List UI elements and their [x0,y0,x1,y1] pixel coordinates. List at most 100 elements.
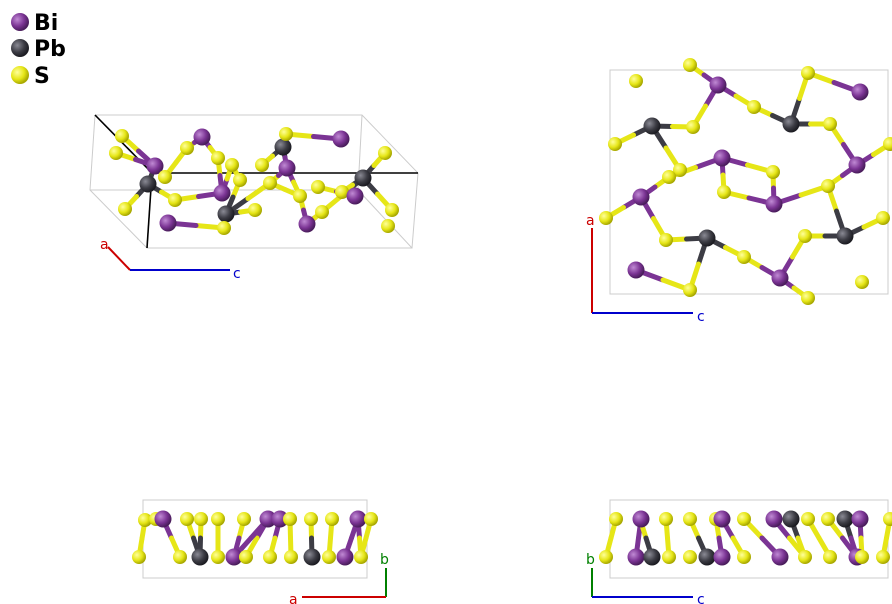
s-atom [248,203,262,217]
bi-atom [851,510,869,528]
bi-atom [349,510,367,528]
s-atom [823,117,837,131]
pb-atom [643,117,661,135]
pb-atom [354,169,372,187]
s-atom [766,165,780,179]
s-atom [659,512,673,526]
s-atom [683,283,697,297]
s-atom [855,275,869,289]
pb-atom [191,548,209,566]
bi-atom [346,187,364,205]
legend: Bi Pb S [11,11,66,89]
s-atom [599,211,613,225]
s-atom [325,512,339,526]
bi-atom [713,510,731,528]
s-atom [381,219,395,233]
axis-indicator: a c [586,213,705,325]
s-atom [168,193,182,207]
s-atom-icon [11,66,29,84]
s-atom [118,202,132,216]
pb-atom-icon [11,39,29,57]
s-atom [737,550,751,564]
legend-label-pb: Pb [34,37,66,62]
s-atom [293,189,307,203]
bi-atom-icon [11,13,29,31]
s-atom [662,170,676,184]
bi-atom [278,159,296,177]
atoms [109,127,399,235]
bi-atom [632,510,650,528]
bi-atom [332,130,350,148]
legend-item-s: S [11,64,50,89]
s-atom [364,512,378,526]
bi-atom [713,149,731,167]
bi-atom [765,195,783,213]
axis-label-b: b [380,552,389,568]
s-atom [737,250,751,264]
s-atom [798,229,812,243]
bi-atom [627,261,645,279]
s-atom [304,512,318,526]
s-atom [686,120,700,134]
s-atom [823,550,837,564]
pb-atom [782,115,800,133]
bi-atom [154,510,172,528]
pb-atom [217,205,235,223]
s-atom [225,158,239,172]
s-atom [211,550,225,564]
legend-item-bi: Bi [11,11,58,36]
bi-atom [225,548,243,566]
bi-atom [713,548,731,566]
atoms [599,58,892,305]
bonds [136,516,374,560]
s-atom [821,179,835,193]
front-view: b a [132,499,389,604]
s-atom [211,512,225,526]
s-atom [138,513,152,527]
s-atom [801,66,815,80]
bi-atom [213,184,231,202]
s-atom [599,550,613,564]
s-atom [335,185,349,199]
s-atom [378,146,392,160]
s-atom [683,512,697,526]
s-atom [322,550,336,564]
pb-atom [139,175,157,193]
axis-indicator: b c [586,552,705,604]
axis-label-c: c [233,266,241,282]
legend-label-s: S [34,64,50,89]
bonds [603,62,892,301]
s-atom [747,100,761,114]
pb-atom [782,510,800,528]
bi-atom [709,76,727,94]
pb-atom [698,548,716,566]
pb-atom [643,548,661,566]
s-atom [801,291,815,305]
s-atom [263,176,277,190]
axis-label-a: a [100,237,109,253]
legend-label-bi: Bi [34,11,58,36]
s-atom [237,512,251,526]
s-atom [673,163,687,177]
bi-atom [771,269,789,287]
s-atom [284,550,298,564]
s-atom [855,550,869,564]
s-atom [683,550,697,564]
bi-atom [298,215,316,233]
axis-label-c: c [697,309,705,325]
s-atom [798,550,812,564]
s-atom [717,185,731,199]
bi-atom [632,188,650,206]
s-atom [194,512,208,526]
s-atom [217,221,231,235]
s-atom [109,146,123,160]
s-atom [876,211,890,225]
s-atom [211,151,225,165]
axis-label-c: c [697,592,705,604]
pb-atom [303,548,321,566]
bi-atom [146,157,164,175]
s-atom [239,550,253,564]
bi-atom [765,510,783,528]
s-atom [180,141,194,155]
